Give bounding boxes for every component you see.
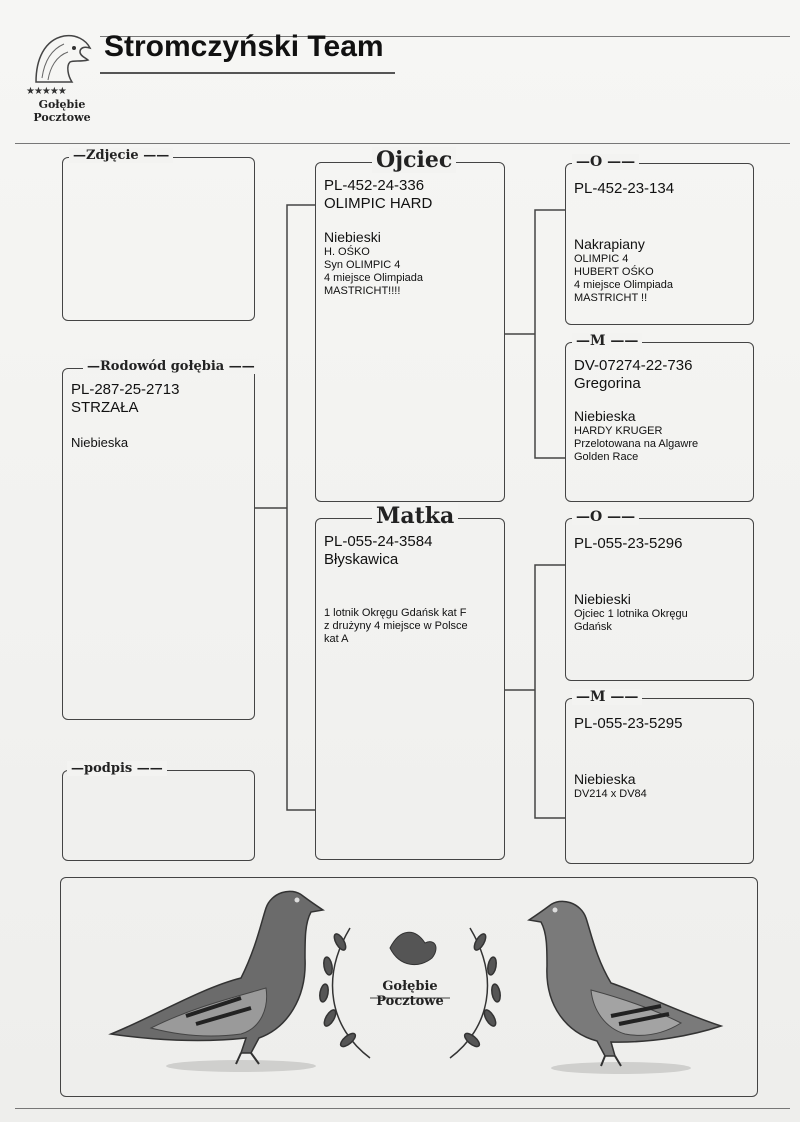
eagle-logo-icon xyxy=(35,34,92,83)
maternal-grandmother-legend: M xyxy=(572,689,643,705)
father-ring: PL-452-24-336 xyxy=(324,177,425,194)
pigeon-box: Rodowód gołębia PL-287-25-2713 STRZAŁA N… xyxy=(62,359,259,720)
decorative-panel: Gołębie Pocztowe xyxy=(60,877,758,1097)
paternal-grandmother-legend: M xyxy=(572,333,643,349)
paternal-grandmother-name: Gregorina xyxy=(574,375,641,392)
header-logo: ★★★★★ Gołębie Pocztowe xyxy=(22,30,102,130)
photo-box[interactable]: Zdjęcie xyxy=(62,148,255,321)
page-title: Stromczyński Team xyxy=(104,30,384,63)
paternal-grandmother-note: Przelotowana na Algawre xyxy=(574,438,699,450)
father-notes: H. OŚKO Syn OLIMPIC 4 4 miejsce Olimpiad… xyxy=(324,246,498,298)
header-rule xyxy=(15,143,790,144)
pigeon-legend: Rodowód gołębia xyxy=(83,359,259,374)
top-rule xyxy=(100,36,790,37)
paternal-grandfather-note: OLIMPIC 4 xyxy=(574,253,629,265)
paternal-grandfather-legend: O xyxy=(572,154,640,170)
logo-text-line-2: Pocztowe xyxy=(33,111,91,124)
pigeon-color: Niebieska xyxy=(71,435,129,450)
mother-note: 1 lotnik Okręgu Gdańsk kat F xyxy=(324,607,467,619)
father-note: 4 miejsce Olimpiada xyxy=(324,272,424,284)
signature-legend: podpis xyxy=(67,761,167,776)
title-underline xyxy=(100,72,395,74)
maternal-grandmother-note: DV214 x DV84 xyxy=(574,788,647,800)
paternal-grandmother-note: Golden Race xyxy=(574,451,639,463)
maternal-grandmother-color: Niebieska xyxy=(574,771,636,787)
paternal-grandfather-note: 4 miejsce Olimpiada xyxy=(574,279,674,291)
paternal-grandmother-note: HARDY KRUGER xyxy=(574,425,663,437)
mother-box: Matka PL-055-24-3584 Błyskawica 1 lotnik… xyxy=(315,503,505,860)
paternal-grandfather-color: Nakrapiany xyxy=(574,236,645,252)
paternal-grandmother-color: Niebieska xyxy=(574,408,636,424)
maternal-grandfather-note: Gdańsk xyxy=(574,621,612,633)
connector-parents xyxy=(286,204,315,811)
maternal-grandmother-box: M PL-055-23-5295 Niebieska DV214 x DV84 xyxy=(565,689,754,864)
father-note: H. OŚKO xyxy=(324,246,370,258)
seal-emblem xyxy=(319,927,501,1059)
pigeon-name: STRZAŁA xyxy=(71,399,139,416)
mother-legend: Matka xyxy=(372,503,459,529)
father-note: MASTRICHT!!!! xyxy=(324,285,401,297)
bottom-rule xyxy=(15,1108,790,1109)
logo-text-line-1: Gołębie xyxy=(38,98,86,111)
mother-note: kat A xyxy=(324,633,349,645)
paternal-grandfather-note: MASTRICHT !! xyxy=(574,292,648,304)
right-pigeon-icon xyxy=(527,900,724,1074)
mother-notes: 1 lotnik Okręgu Gdańsk kat F z drużyny 4… xyxy=(324,607,498,646)
paternal-grandfather-note: HUBERT OŚKO xyxy=(574,266,654,278)
father-name: OLIMPIC HARD xyxy=(324,195,433,212)
decorative-panel-art: Gołębie Pocztowe xyxy=(108,890,724,1074)
maternal-grandfather-ring: PL-055-23-5296 xyxy=(574,535,683,552)
paternal-grandfather-ring: PL-452-23-134 xyxy=(574,180,675,197)
maternal-grandfather-color: Niebieski xyxy=(574,591,631,607)
mother-note: z drużyny 4 miejsce w Polsce xyxy=(324,620,468,632)
mother-ring: PL-055-24-3584 xyxy=(324,533,433,550)
left-pigeon-icon xyxy=(108,890,325,1072)
maternal-grandfather-note: Ojciec 1 lotnika Okręgu xyxy=(574,608,688,620)
paternal-grandfather-box: O PL-452-23-134 Nakrapiany OLIMPIC 4 HUB… xyxy=(565,154,754,325)
connector-mother-parents xyxy=(534,564,565,819)
paternal-grandmother-box: M DV-07274-22-736 Gregorina Niebieska HA… xyxy=(565,333,754,502)
father-color: Niebieski xyxy=(324,229,381,245)
paternal-grandmother-ring: DV-07274-22-736 xyxy=(574,357,693,374)
connector-father-parents xyxy=(534,209,565,459)
logo-stars: ★★★★★ xyxy=(26,86,67,97)
signature-box[interactable]: podpis xyxy=(62,761,255,861)
maternal-grandfather-box: O PL-055-23-5296 Niebieski Ojciec 1 lotn… xyxy=(565,509,754,681)
father-note: Syn OLIMPIC 4 xyxy=(324,259,401,271)
photo-legend: Zdjęcie xyxy=(69,148,174,163)
father-box: Ojciec PL-452-24-336 OLIMPIC HARD Niebie… xyxy=(315,147,505,502)
logo-text: Gołębie Pocztowe xyxy=(22,98,102,124)
father-legend: Ojciec xyxy=(372,147,457,173)
maternal-grandmother-ring: PL-055-23-5295 xyxy=(574,715,683,732)
seal-text-line-1: Gołębie xyxy=(382,979,437,994)
maternal-grandfather-legend: O xyxy=(572,509,640,525)
pigeon-ring: PL-287-25-2713 xyxy=(71,381,180,398)
seal-text-line-2: Pocztowe xyxy=(376,994,444,1009)
mother-name: Błyskawica xyxy=(324,551,399,568)
